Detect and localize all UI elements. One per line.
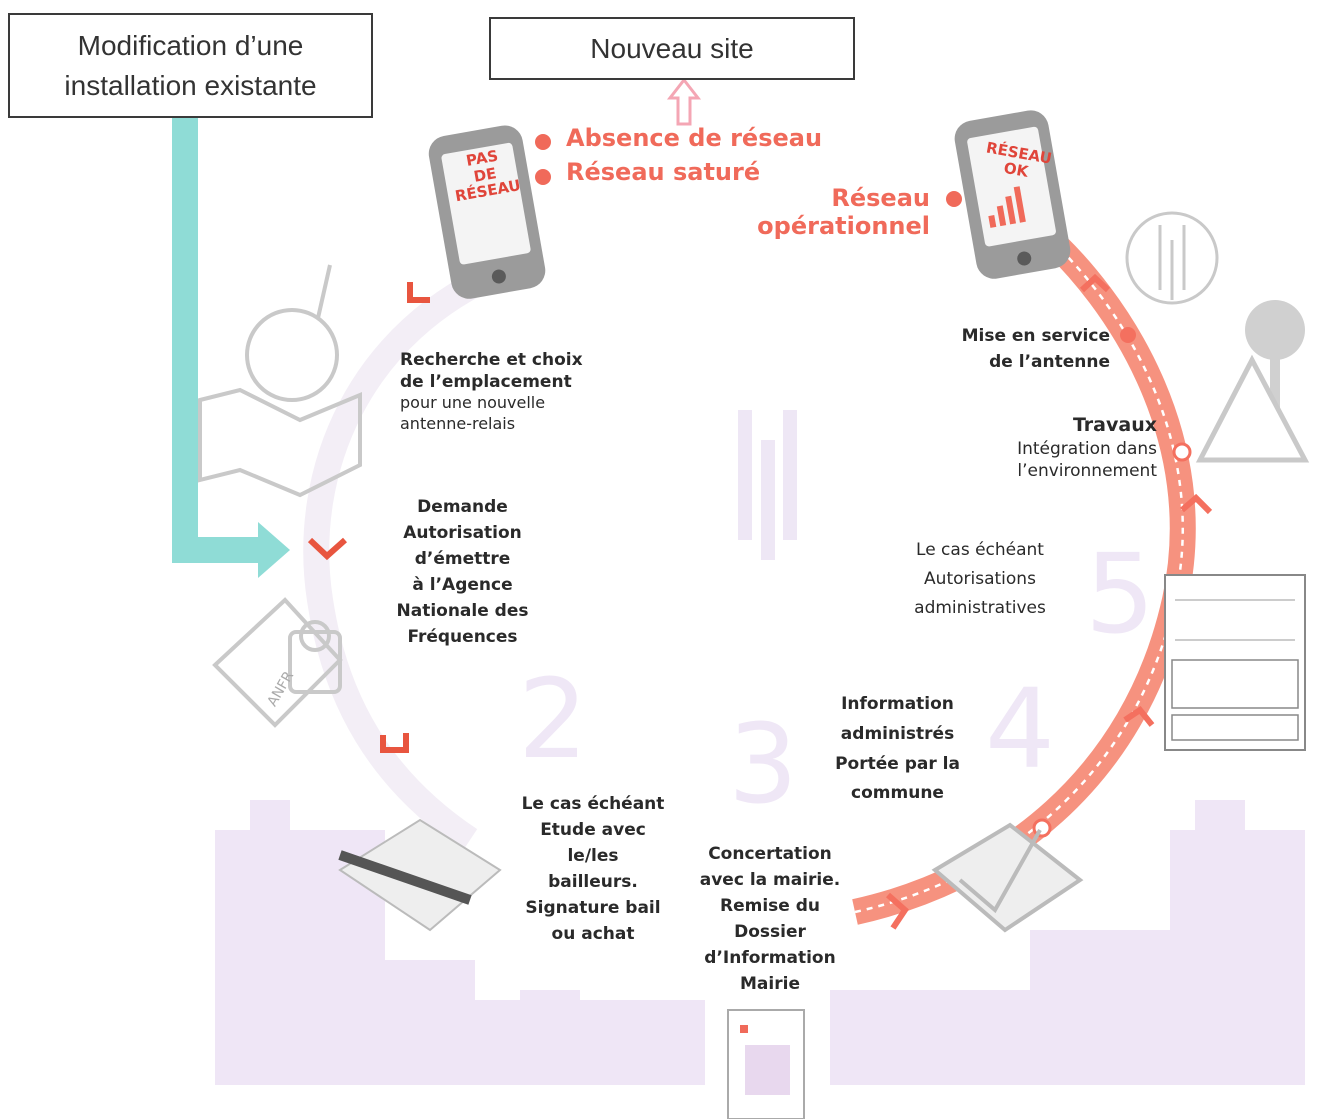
teal-arrow (172, 112, 290, 578)
step-travaux-title: Travaux (1072, 414, 1157, 436)
signature-pen-icon (338, 818, 502, 932)
step-autorisations: Le cas échéant Autorisations administrat… (914, 540, 1046, 619)
step-information: Information administrés Portée par la co… (835, 694, 960, 804)
anfr-stamp-icon (212, 597, 343, 728)
antenna-circle-icon (1125, 211, 1219, 305)
step-number-5: 5 (1085, 530, 1155, 658)
operational-bullet (946, 191, 962, 207)
operationnel-label-line2: opérationnel (757, 212, 930, 240)
arc-dot (1172, 442, 1192, 462)
operationnel-label-line1: Réseau (831, 184, 930, 212)
magnifier-map-icon (198, 264, 362, 498)
nouveau-site-box: Nouveau site (489, 17, 855, 80)
step-number-2: 2 (518, 655, 588, 783)
dossier-document-icon (727, 1009, 805, 1119)
step-bail: Le cas échéant Etude avec le/les bailleu… (521, 794, 665, 944)
step-mise-en-service: Mise en service de l’antenne (961, 326, 1110, 373)
step-number-4: 4 (985, 665, 1055, 793)
book-check-icon (931, 822, 1084, 933)
arc-dot (1120, 327, 1136, 343)
sature-label: Réseau saturé (566, 158, 761, 186)
modification-box: Modification d’une installation existant… (8, 13, 373, 118)
center-antenna-icon (738, 410, 797, 560)
absence-label: Absence de réseau (566, 124, 823, 152)
nouveau-site-label: Nouveau site (590, 32, 754, 64)
step-concertation: Concertation avec la mairie. Remise du D… (699, 844, 841, 994)
sature-bullet (535, 169, 551, 185)
phone-no-network-icon (428, 125, 546, 299)
step-recherche: Recherche et choix de l’emplacement pour… (400, 349, 583, 435)
step-travaux-desc: Intégration dans l’environnement (1017, 438, 1157, 481)
admin-form-document-icon (1164, 574, 1306, 751)
absence-bullet (535, 134, 551, 150)
step-demande: Demande Autorisation d’émettre à l’Agenc… (396, 497, 529, 647)
left-cycle-arc (303, 257, 510, 851)
left-chevrons (307, 282, 430, 753)
phone-network-ok-icon (954, 110, 1071, 279)
works-warning-sign-icon (1195, 300, 1310, 463)
step-number-3: 3 (728, 700, 798, 828)
step-recherche-desc: pour une nouvelle antenne-relais (400, 393, 546, 433)
step-travaux: Travaux Intégration dans l’environnement (985, 413, 1157, 482)
pink-up-arrow (666, 77, 702, 126)
modification-label: Modification d’une installation existant… (64, 30, 317, 101)
step-recherche-title: Recherche et choix de l’emplacement (400, 350, 583, 393)
arc-chevrons (886, 273, 1213, 930)
